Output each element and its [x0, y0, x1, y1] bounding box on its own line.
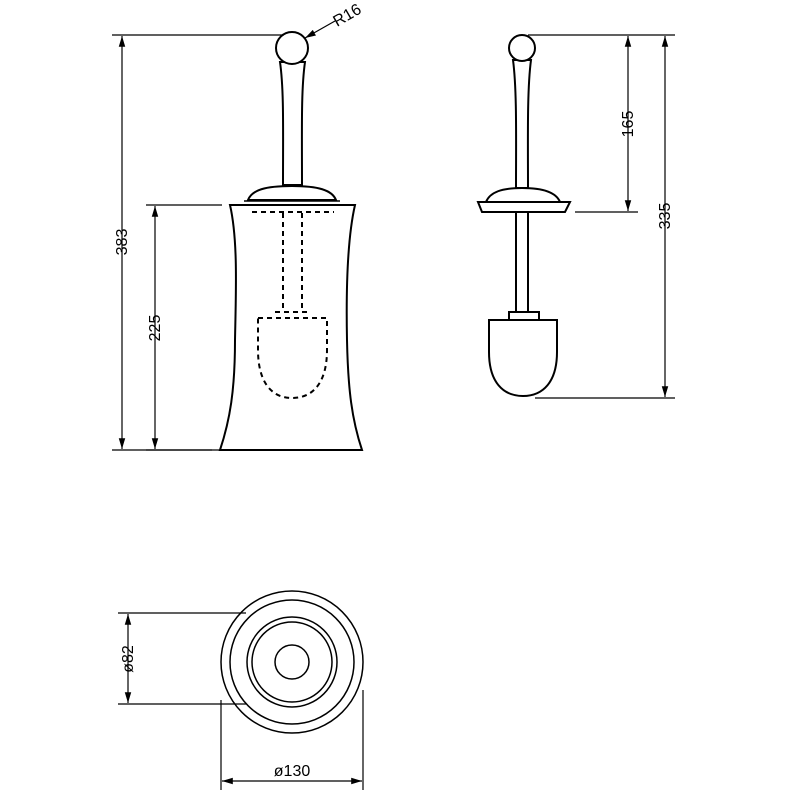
top-outer-ring [220, 590, 364, 734]
front-holder-body [218, 204, 364, 451]
front-view: R16 383 225 [112, 1, 365, 451]
top-knob-circle [274, 644, 310, 680]
knob-radius-leader [304, 20, 336, 39]
top-lid-ring-inner [251, 621, 333, 703]
top-view: ø82 ø130 [118, 590, 364, 790]
dim-label-d82: ø82 [120, 645, 137, 673]
side-handle [511, 59, 533, 189]
front-handle [278, 61, 307, 186]
top-lid-ring-outer [246, 616, 338, 708]
front-lid [246, 184, 338, 201]
side-shaft [515, 211, 529, 318]
front-knob [275, 31, 309, 65]
dim-label-d130: ø130 [274, 763, 311, 780]
side-lid [484, 186, 562, 203]
side-knob [508, 34, 536, 62]
knob-radius-label: R16 [331, 1, 365, 30]
side-brush-head [488, 319, 558, 398]
dim-label-383: 383 [114, 229, 131, 256]
dim-label-165: 165 [620, 111, 637, 138]
dim-label-335: 335 [657, 203, 674, 230]
top-second-ring [229, 599, 355, 725]
side-brush-ferrule [508, 311, 540, 321]
dim-label-225: 225 [147, 315, 164, 342]
front-hidden-brush [252, 211, 334, 400]
side-view: 165 335 [476, 34, 675, 399]
